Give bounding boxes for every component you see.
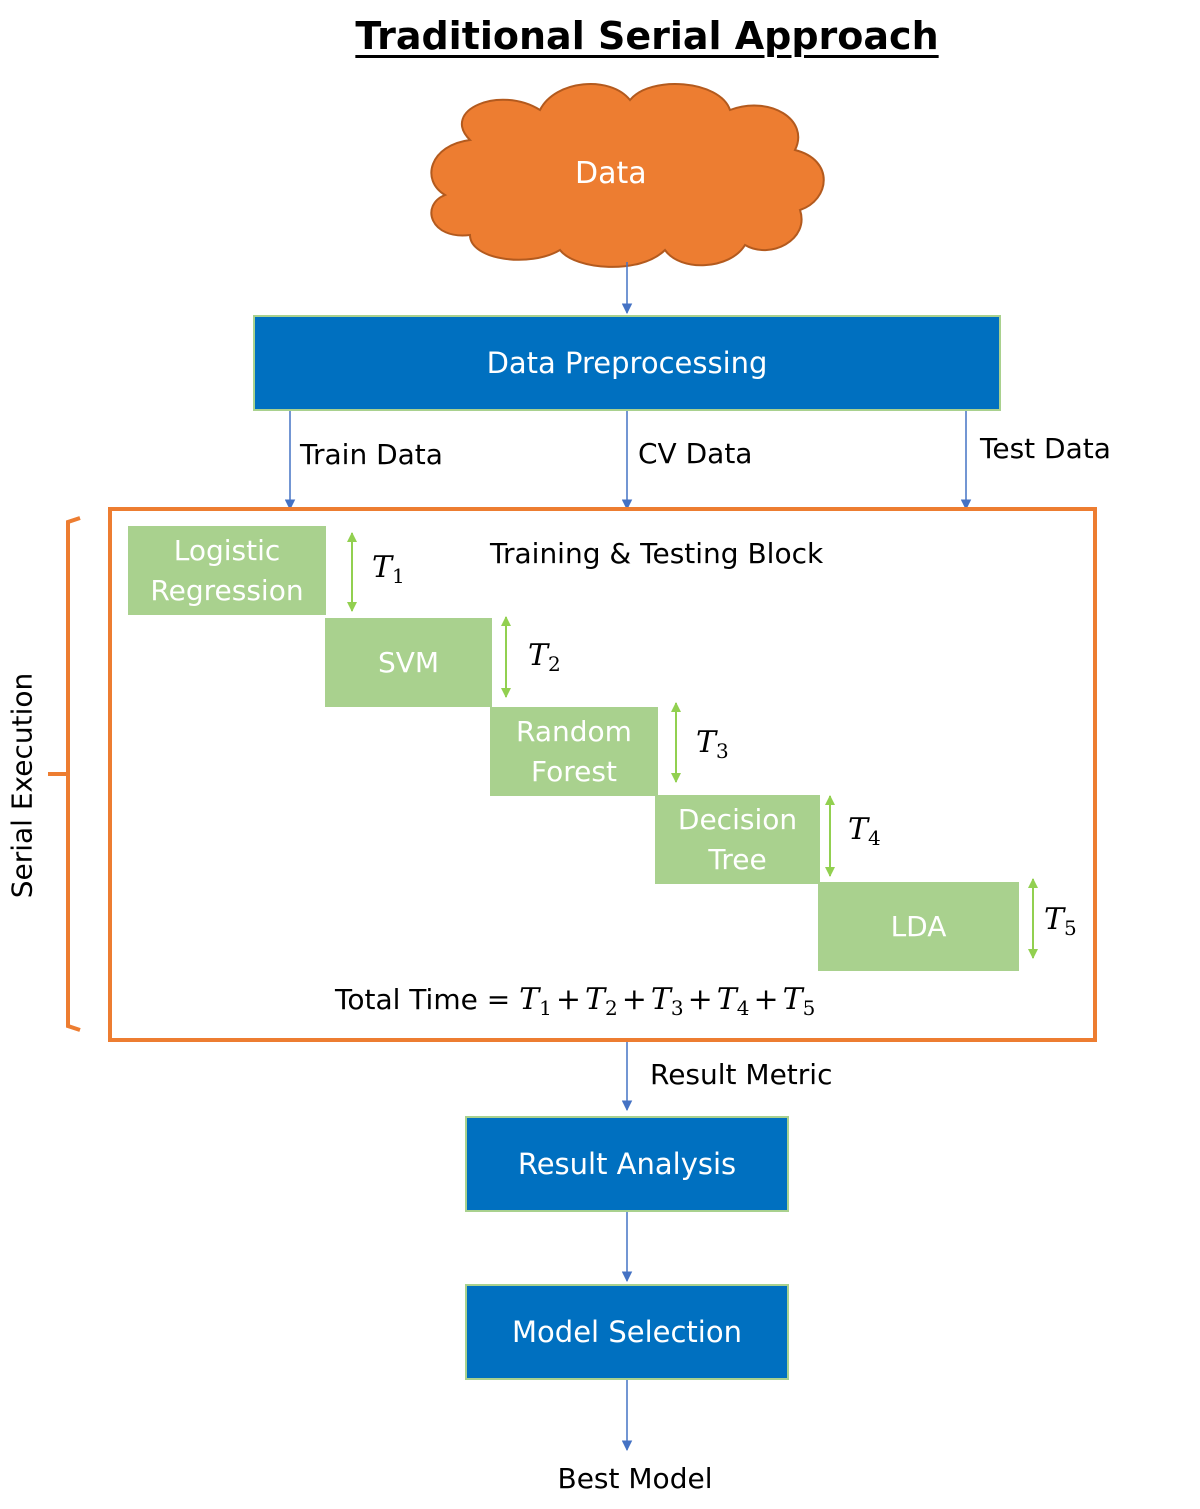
time-label-5: T5 xyxy=(1044,902,1077,940)
model-box-logistic-regression: Logistic Regression xyxy=(128,526,326,615)
total-time-formula: Total Time = T1+T2+T3+T4+T5 xyxy=(335,982,815,1020)
result-analysis-box: Result Analysis xyxy=(465,1116,789,1212)
result-analysis-label: Result Analysis xyxy=(517,1147,737,1181)
model-selection-label: Model Selection xyxy=(512,1315,742,1349)
time-label-2: T2 xyxy=(528,638,561,676)
time-label-1: T1 xyxy=(372,550,405,588)
time-label-3: T3 xyxy=(696,725,729,763)
model-box-svm: SVM xyxy=(325,618,492,707)
best-model-label: Best Model xyxy=(557,1462,713,1495)
model-box-decision-tree: Decision Tree xyxy=(655,795,820,884)
model-selection-box: Model Selection xyxy=(465,1284,789,1380)
data-preprocessing-label: Data Preprocessing xyxy=(486,346,768,380)
serial-execution-label: Serial Execution xyxy=(5,672,39,899)
model-box-lda: LDA xyxy=(818,882,1019,971)
time-label-4: T4 xyxy=(848,812,881,850)
total-time-expression: T1+T2+T3+T4+T5 xyxy=(519,982,816,1020)
data-cloud-label: Data xyxy=(575,156,647,191)
total-time-prefix: Total Time = xyxy=(335,983,520,1016)
cv-data-label: CV Data xyxy=(638,437,753,470)
data-cloud-shape xyxy=(430,83,825,268)
train-data-label: Train Data xyxy=(300,438,443,471)
result-metric-label: Result Metric xyxy=(650,1058,833,1091)
diagram-title: Traditional Serial Approach xyxy=(355,14,939,58)
training-testing-block xyxy=(108,507,1097,1042)
serial-execution-bracket xyxy=(66,516,81,1032)
test-data-label: Test Data xyxy=(980,432,1111,465)
block-title: Training & Testing Block xyxy=(490,537,824,570)
model-box-random-forest: Random Forest xyxy=(490,707,658,796)
data-preprocessing-box: Data Preprocessing xyxy=(253,315,1001,411)
